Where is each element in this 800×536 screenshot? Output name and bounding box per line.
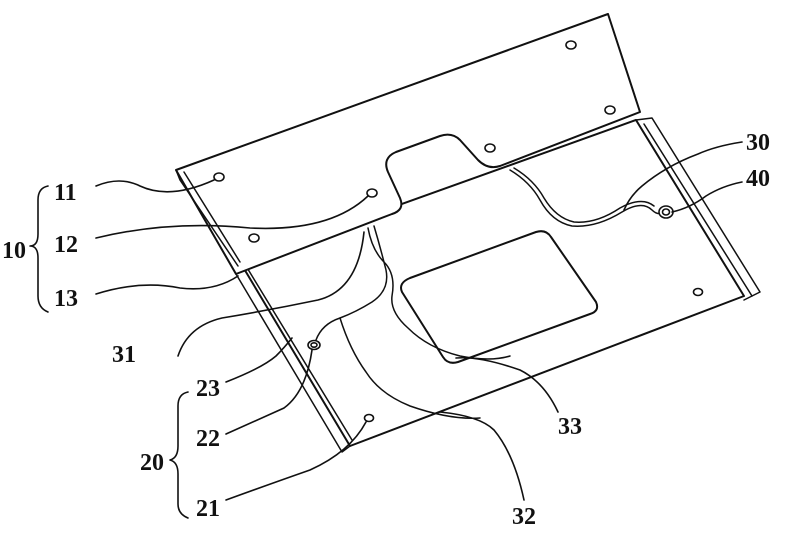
upper-hole-13 xyxy=(249,234,259,242)
label-32: 32 xyxy=(512,504,536,530)
label-30: 30 xyxy=(746,130,770,156)
label-31: 31 xyxy=(112,342,136,368)
leader-13 xyxy=(96,276,238,294)
brace-10 xyxy=(30,186,48,312)
label-12: 12 xyxy=(54,232,78,258)
upper-hole-mid xyxy=(485,144,495,152)
label-22: 22 xyxy=(196,426,220,452)
leader-32 xyxy=(440,412,524,500)
upper-hole-top xyxy=(566,41,576,49)
label-20: 20 xyxy=(140,450,164,476)
brace-20 xyxy=(170,392,188,518)
lower-hole-21 xyxy=(365,415,374,422)
lower-hole-right xyxy=(694,289,703,296)
label-21: 21 xyxy=(196,496,220,522)
label-13: 13 xyxy=(54,286,78,312)
label-40: 40 xyxy=(746,166,770,192)
upper-hole-right xyxy=(605,106,615,114)
upper-hole-11 xyxy=(214,173,224,181)
label-10: 10 xyxy=(2,238,26,264)
label-11: 11 xyxy=(54,180,77,206)
label-23: 23 xyxy=(196,376,220,402)
leader-23 xyxy=(226,338,292,382)
label-33: 33 xyxy=(558,414,582,440)
